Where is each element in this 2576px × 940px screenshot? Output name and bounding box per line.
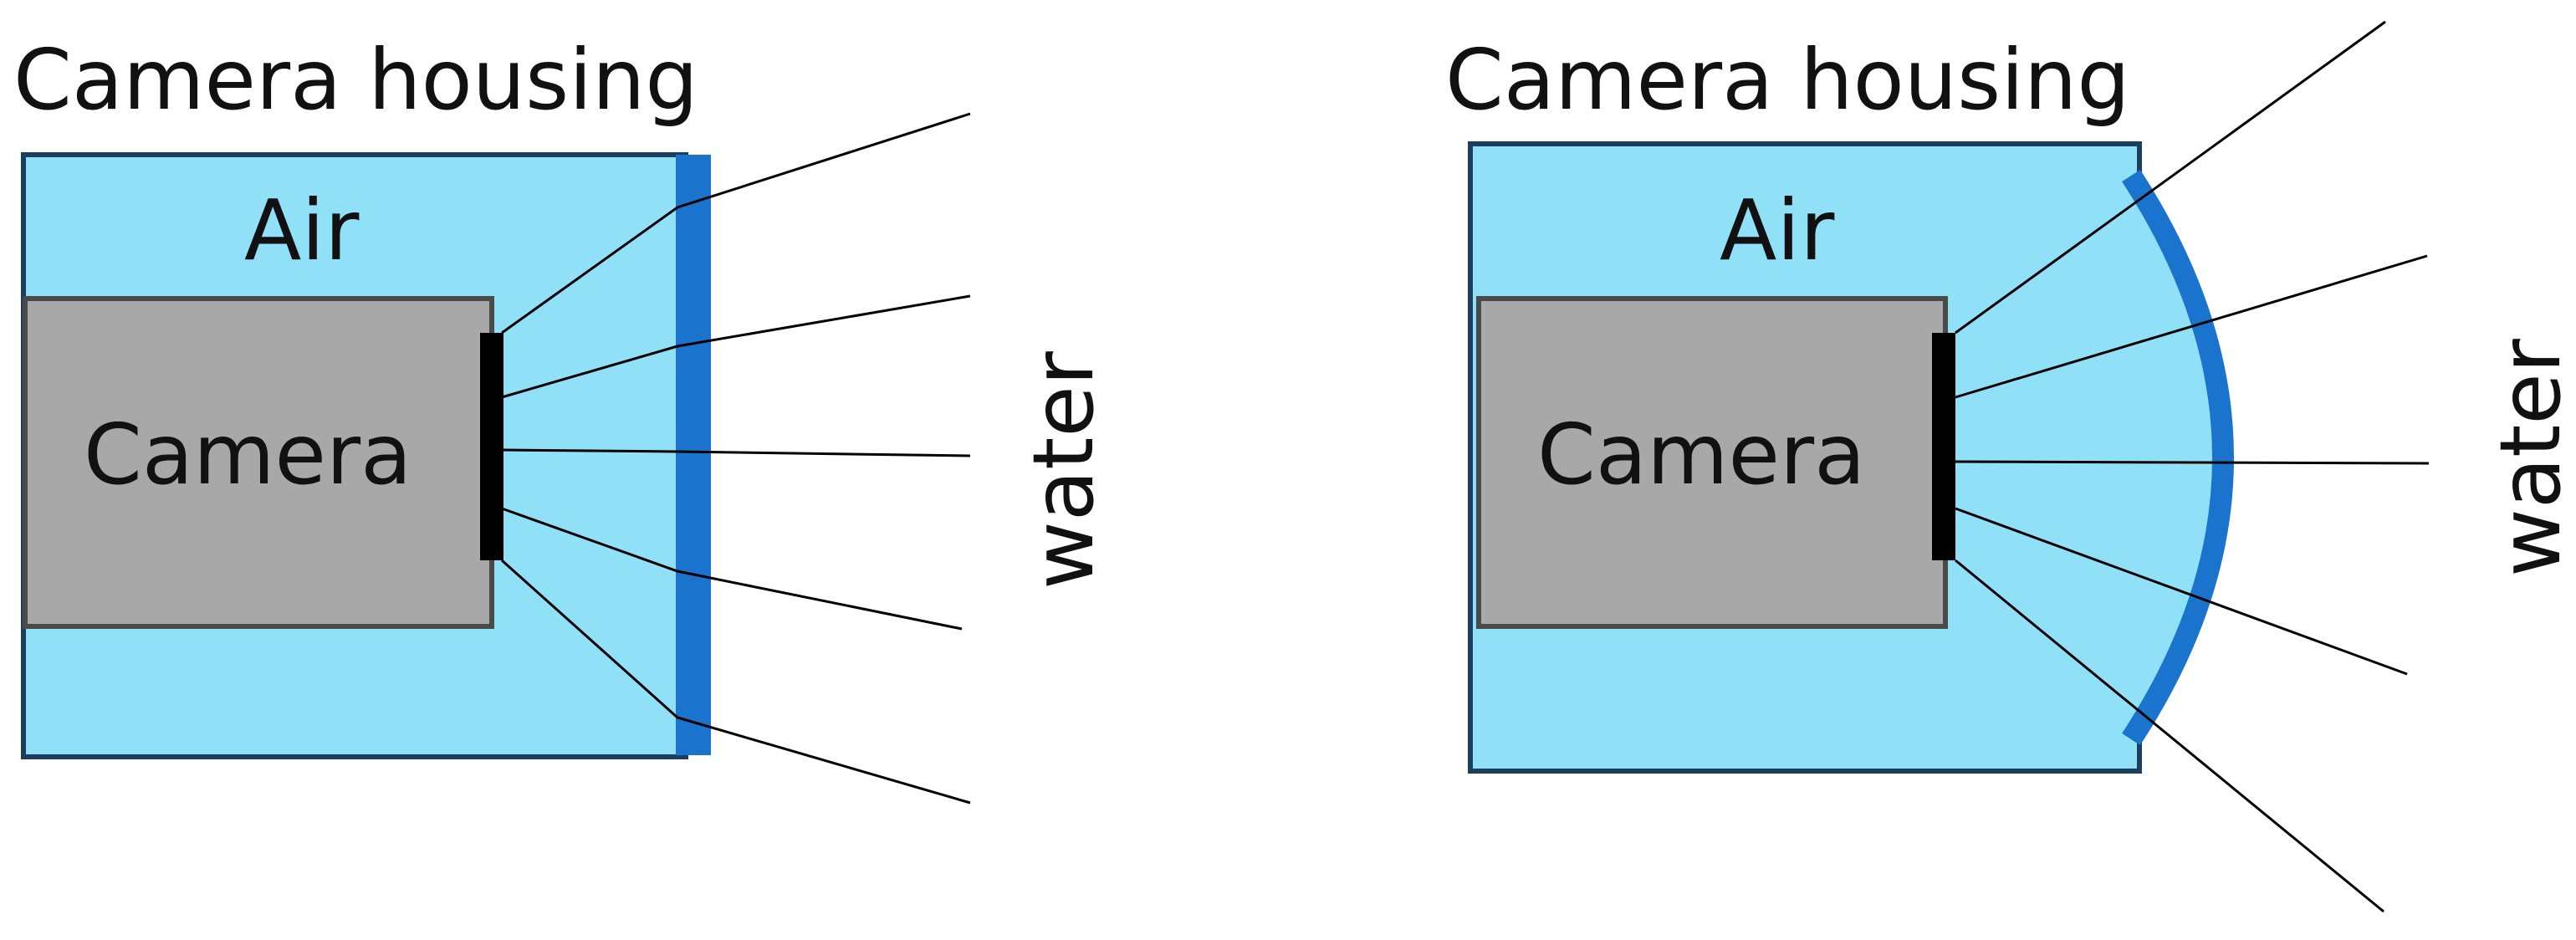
dome-port-ray-2: [1955, 254, 2428, 399]
dome-port-ray-1: [1955, 20, 2386, 335]
dome-port-ray-4: [1955, 507, 2408, 676]
dome-port-water-label: water: [2481, 338, 2576, 577]
dome-port-camera-body: [1476, 296, 1948, 629]
flat-port-window: [676, 155, 711, 755]
flat-port-camera-body: [23, 296, 494, 629]
flat-port-rays: [500, 112, 971, 805]
flat-port-ray-5: [500, 559, 971, 805]
flat-port-water-label: water: [1015, 350, 1112, 590]
flat-port-ray-4: [501, 507, 963, 631]
dome-port-panel: Camera housing Air Camera water: [1445, 20, 2576, 913]
flat-port-air-label: Air: [244, 181, 360, 279]
dome-port-ray-5: [1955, 559, 2384, 913]
dome-port-ray-3: [1955, 460, 2430, 465]
dome-port-lens-sensor: [1932, 333, 1955, 560]
dome-port-title: Camera housing: [1445, 31, 2130, 129]
dome-port-air-label: Air: [1720, 181, 1835, 279]
flat-port-ray-1: [501, 112, 971, 335]
flat-port-panel: Camera housing Air Camera water: [13, 31, 1112, 805]
flat-port-ray-2: [501, 294, 971, 399]
flat-port-camera-label: Camera: [84, 406, 411, 503]
flat-port-ray-3: [501, 448, 971, 457]
dome-port-rays: [1955, 20, 2430, 913]
flat-port-title: Camera housing: [13, 31, 698, 129]
dome-port-camera-label: Camera: [1537, 406, 1865, 503]
dome-port-window: [2122, 169, 2234, 746]
flat-port-lens-sensor: [480, 333, 503, 560]
